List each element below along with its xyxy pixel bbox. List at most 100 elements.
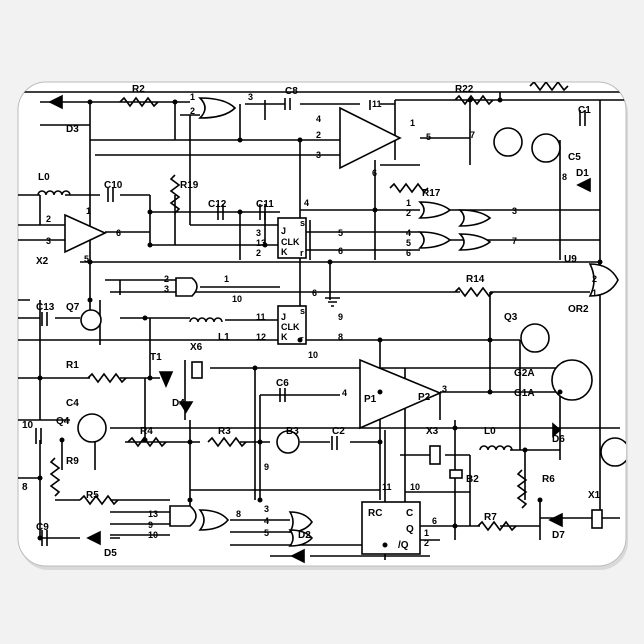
label-c4: C4 bbox=[66, 398, 79, 409]
component-labels: R2 R22 C8 C1 D3 C5 D1 L0 C10 R19 C12 C11… bbox=[22, 84, 601, 559]
pin-number: 4 bbox=[406, 228, 411, 238]
pin-number: 10 bbox=[410, 482, 420, 492]
label-d1: D1 bbox=[576, 168, 589, 179]
xor-gate-top bbox=[198, 97, 237, 119]
pin-number: 1 bbox=[424, 528, 429, 538]
pin-number: 3 bbox=[442, 384, 447, 394]
flipflop-1-box bbox=[277, 217, 307, 259]
pin-number: 1 bbox=[190, 92, 195, 102]
label-r5: R5 bbox=[86, 490, 99, 501]
pin-number: 2 bbox=[316, 130, 321, 140]
and-gate-mid bbox=[175, 277, 198, 297]
label-b2: B2 bbox=[466, 474, 479, 485]
label-r22: R22 bbox=[455, 84, 474, 95]
pin-number: 3 bbox=[46, 236, 51, 246]
junction-dots bbox=[37, 97, 603, 548]
label-c8: C8 bbox=[285, 86, 298, 97]
transistor-q4 bbox=[77, 413, 107, 443]
transistor-right bbox=[600, 437, 626, 467]
pin-number: 5 bbox=[338, 228, 343, 238]
flipflop-2-box bbox=[277, 305, 307, 345]
pin-number: 1 bbox=[406, 198, 411, 208]
pin-number: 5 bbox=[84, 254, 89, 264]
pin-number: 3 bbox=[248, 92, 253, 102]
or-gate-or2 bbox=[588, 263, 619, 297]
label-edge-10: 10 bbox=[22, 420, 34, 431]
opamp-top-symbol bbox=[339, 106, 402, 170]
pin-number: 9 bbox=[338, 312, 343, 322]
transistor-top-right bbox=[531, 133, 561, 163]
transistor-g1a bbox=[551, 359, 593, 401]
pin-number: 2 bbox=[592, 274, 597, 284]
pin-number: 10 bbox=[148, 530, 158, 540]
pin-number: 4 bbox=[342, 388, 347, 398]
label-r6: R6 bbox=[542, 474, 555, 485]
pin-number: 5 bbox=[406, 238, 411, 248]
pin-number: 7 bbox=[470, 130, 475, 140]
label-r3: R3 bbox=[218, 426, 231, 437]
transistor-q3 bbox=[520, 323, 550, 353]
label-q7: Q7 bbox=[66, 302, 80, 313]
label-d4: D4 bbox=[172, 398, 185, 409]
pin-numbers: 1 2 3 11 4 2 3 1 5 7 6 8 2 3 1 6 4 3 13 … bbox=[46, 92, 597, 548]
label-rc-c: C bbox=[406, 508, 413, 519]
ff2-k: K bbox=[281, 332, 288, 342]
label-g1a: G1A bbox=[514, 388, 535, 399]
pin-number: 11 bbox=[372, 99, 382, 109]
ff2-j: J bbox=[281, 312, 286, 322]
pin-number: 2 bbox=[190, 106, 195, 116]
opamp-x2-symbol bbox=[64, 213, 107, 254]
pin-number: 6 bbox=[312, 288, 317, 298]
pin-number: 11 bbox=[382, 482, 392, 492]
label-p1: P1 bbox=[364, 394, 377, 405]
transistor-q7 bbox=[80, 309, 102, 331]
label-x3: X3 bbox=[426, 426, 439, 437]
pin-number: 2 bbox=[424, 538, 429, 548]
label-c10: C10 bbox=[104, 180, 123, 191]
label-c5: C5 bbox=[568, 152, 581, 163]
pin-number: 6 bbox=[338, 246, 343, 256]
label-r17: R17 bbox=[422, 188, 441, 199]
label-c9: C9 bbox=[36, 522, 49, 533]
label-r1: R1 bbox=[66, 360, 79, 371]
crystal-x6 bbox=[191, 361, 203, 379]
transistor-top-left bbox=[493, 127, 523, 157]
label-l0-bottom: L0 bbox=[484, 426, 496, 437]
pin-number: 6 bbox=[116, 228, 121, 238]
rc-chip-box bbox=[361, 501, 421, 555]
label-x6: X6 bbox=[190, 342, 203, 353]
label-c13: C13 bbox=[36, 302, 55, 313]
label-edge-8: 8 bbox=[22, 482, 28, 493]
label-r7: R7 bbox=[484, 512, 497, 523]
ff2-r: r bbox=[300, 334, 304, 344]
pin-number: 3 bbox=[316, 150, 321, 160]
pin-number: 13 bbox=[148, 509, 158, 519]
pin-number: 3 bbox=[512, 206, 517, 216]
label-g2a: G2A bbox=[514, 368, 535, 379]
battery-b3 bbox=[276, 430, 300, 454]
label-r9: R9 bbox=[66, 456, 79, 467]
label-rc-q: Q bbox=[406, 524, 414, 535]
label-r14: R14 bbox=[466, 274, 485, 285]
pin-number: 13 bbox=[256, 238, 266, 248]
label-c1: C1 bbox=[578, 105, 591, 116]
label-or2: OR2 bbox=[568, 304, 589, 315]
pin-number: 2 bbox=[256, 248, 261, 258]
label-u9: U9 bbox=[564, 254, 577, 265]
pin-number: 4 bbox=[264, 516, 269, 526]
label-c6: C6 bbox=[276, 378, 289, 389]
pin-number: 2 bbox=[406, 208, 411, 218]
ff1-clk: CLK bbox=[281, 237, 300, 247]
label-r2: R2 bbox=[132, 84, 145, 95]
pin-number: 1 bbox=[592, 288, 597, 298]
label-rc-nq: /Q bbox=[398, 540, 409, 551]
pin-number: 11 bbox=[256, 312, 266, 322]
pin-number: 4 bbox=[304, 198, 309, 208]
label-l0-top: L0 bbox=[38, 172, 50, 183]
pin-number: 3 bbox=[256, 228, 261, 238]
label-x1: X1 bbox=[588, 490, 601, 501]
label-d3: D3 bbox=[66, 124, 79, 135]
ff1-s: s bbox=[300, 218, 305, 228]
